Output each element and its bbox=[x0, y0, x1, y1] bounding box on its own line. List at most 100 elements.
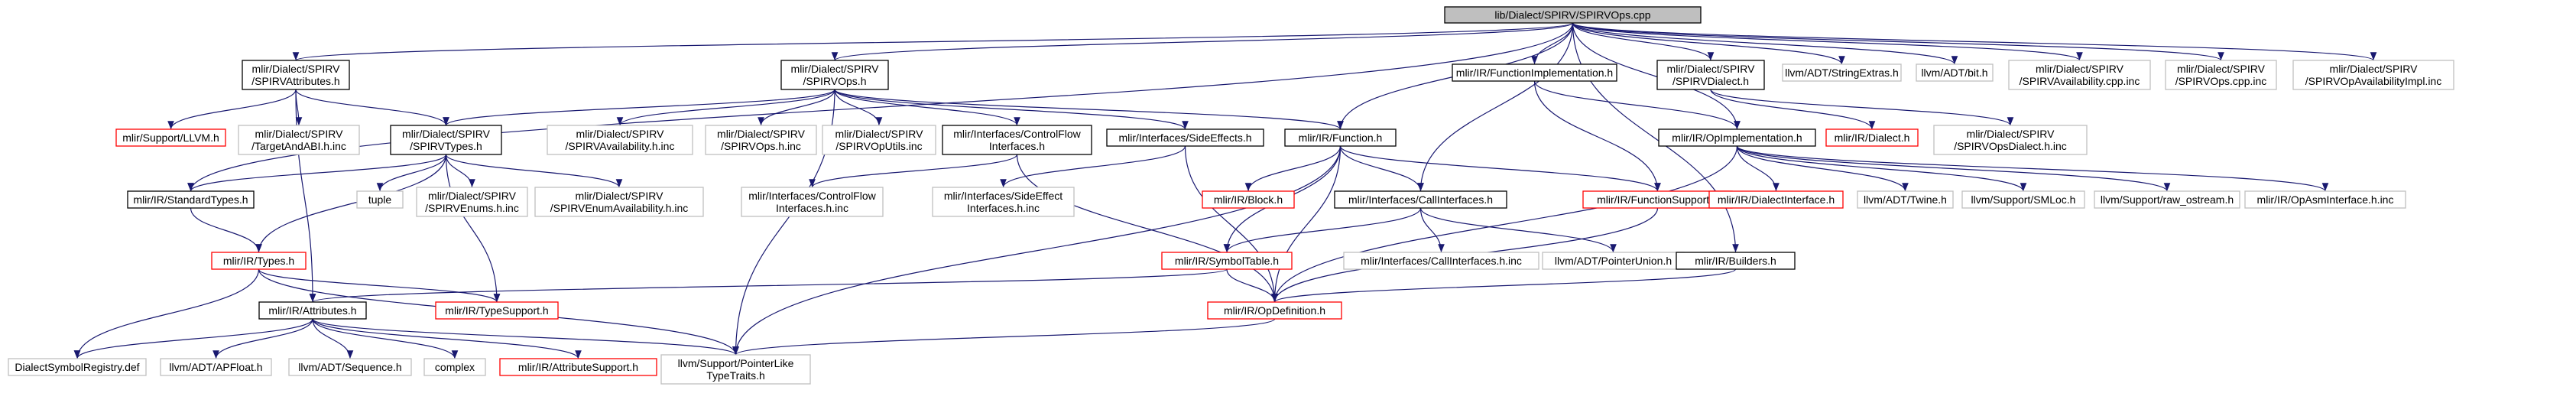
node-op-definition[interactable]: mlir/IR/OpDefinition.h bbox=[1207, 301, 1342, 320]
node-box bbox=[416, 187, 528, 217]
node-spirv-attributes[interactable]: mlir/Dialect/SPIRV/SPIRVAttributes.h bbox=[242, 60, 350, 90]
node-spirv-op-utils[interactable]: mlir/Dialect/SPIRV/SPIRVOpUtils.inc bbox=[822, 125, 936, 155]
node-box bbox=[2008, 60, 2151, 90]
edge-attributes-h-to-sequence bbox=[312, 318, 354, 359]
node-block-h[interactable]: mlir/IR/Block.h bbox=[1202, 190, 1295, 209]
node-sequence[interactable]: llvm/ADT/Sequence.h bbox=[288, 358, 412, 376]
node-standard-types[interactable]: mlir/IR/StandardTypes.h bbox=[127, 190, 255, 209]
edge-types-h-to-type-support bbox=[258, 268, 501, 303]
node-root[interactable]: lib/Dialect/SPIRV/SPIRVOps.cpp bbox=[1444, 6, 1702, 24]
node-box bbox=[534, 187, 704, 217]
node-spirv-op-avail-impl[interactable]: mlir/Dialect/SPIRV/SPIRVOpAvailabilityIm… bbox=[2292, 60, 2454, 90]
node-label: mlir/Dialect/SPIRV bbox=[2177, 63, 2266, 75]
node-op-asm-interface[interactable]: mlir/IR/OpAsmInterface.h.inc bbox=[2244, 190, 2406, 209]
node-label: mlir/IR/Types.h bbox=[223, 255, 294, 267]
node-label: mlir/IR/StandardTypes.h bbox=[133, 193, 248, 206]
edge-types-h-to-dialect-symbol-registry bbox=[73, 268, 260, 359]
node-box bbox=[211, 252, 307, 270]
node-box bbox=[1782, 63, 1902, 82]
node-spirv-ops-cpp-inc[interactable]: mlir/Dialect/SPIRV/SPIRVOps.cpp.inc bbox=[2165, 60, 2277, 90]
node-label: /SPIRVOps.cpp.inc bbox=[2175, 75, 2267, 87]
node-box bbox=[1708, 190, 1844, 209]
edge-root-to-bit bbox=[1572, 22, 1958, 65]
node-spirv-ops-h-inc[interactable]: mlir/Dialect/SPIRV/SPIRVOps.h.inc bbox=[705, 125, 817, 155]
edge-op-implementation-to-op-asm-interface bbox=[1736, 145, 2329, 192]
node-call-interfaces-inc[interactable]: mlir/Interfaces/CallInterfaces.h.inc bbox=[1343, 252, 1539, 270]
node-builders[interactable]: mlir/IR/Builders.h bbox=[1676, 252, 1796, 270]
edge-function-h-to-call-interfaces bbox=[1339, 145, 1424, 192]
node-box bbox=[660, 354, 811, 385]
node-label: mlir/IR/SymbolTable.h bbox=[1175, 255, 1279, 267]
edge-attributes-h-to-complex bbox=[312, 318, 459, 359]
edge-root-to-string-extras bbox=[1572, 22, 1845, 65]
edge-attributes-h-to-apfloat bbox=[213, 318, 313, 359]
node-ir-dialect[interactable]: mlir/IR/Dialect.h bbox=[1825, 128, 1919, 147]
edge-attributes-h-to-attribute-support bbox=[312, 318, 582, 359]
node-attribute-support[interactable]: mlir/IR/AttributeSupport.h bbox=[499, 358, 657, 376]
node-control-flow-interfaces-inc[interactable]: mlir/Interfaces/ControlFlowInterfaces.h.… bbox=[741, 187, 884, 217]
edge-builders-to-op-definition bbox=[1271, 268, 1737, 303]
node-label: llvm/ADT/Twine.h bbox=[1864, 193, 1947, 206]
node-spirv-availability-inc[interactable]: mlir/Dialect/SPIRV/SPIRVAvailability.h.i… bbox=[547, 125, 693, 155]
node-spirv-enum-avail-inc[interactable]: mlir/Dialect/SPIRV/SPIRVEnumAvailability… bbox=[534, 187, 704, 217]
node-symbol-table[interactable]: mlir/IR/SymbolTable.h bbox=[1161, 252, 1293, 270]
node-spirv-ops-dialect-inc[interactable]: mlir/Dialect/SPIRV/SPIRVOpsDialect.h.inc bbox=[1933, 125, 2088, 155]
node-function-implementation[interactable]: mlir/IR/FunctionImplementation.h bbox=[1452, 63, 1617, 82]
node-raw-ostream[interactable]: llvm/Support/raw_ostream.h bbox=[2094, 190, 2240, 209]
node-box bbox=[115, 128, 226, 147]
node-support-llvm[interactable]: mlir/Support/LLVM.h bbox=[115, 128, 226, 147]
node-spirv-types[interactable]: mlir/Dialect/SPIRV/SPIRVTypes.h bbox=[390, 125, 502, 155]
node-smloc[interactable]: llvm/Support/SMLoc.h bbox=[1961, 190, 2085, 209]
node-box bbox=[356, 190, 404, 209]
node-label: mlir/Dialect/SPIRV bbox=[835, 128, 924, 140]
edge-root-to-spirv-availability-cpp bbox=[1572, 22, 2083, 61]
node-label: /SPIRVOpAvailabilityImpl.inc bbox=[2305, 75, 2441, 87]
node-type-support[interactable]: mlir/IR/TypeSupport.h bbox=[435, 301, 559, 320]
node-tuple[interactable]: tuple bbox=[356, 190, 404, 209]
edge-spirv-attributes-to-support-llvm bbox=[167, 89, 297, 130]
node-box bbox=[1444, 6, 1702, 24]
node-op-implementation[interactable]: mlir/IR/OpImplementation.h bbox=[1658, 128, 1816, 147]
node-apfloat[interactable]: llvm/ADT/APFloat.h bbox=[160, 358, 272, 376]
node-spirv-dialect[interactable]: mlir/Dialect/SPIRV/SPIRVDialect.h bbox=[1656, 60, 1765, 90]
node-label: mlir/IR/AttributeSupport.h bbox=[518, 361, 638, 373]
edge-spirv-types-to-type-support bbox=[445, 154, 501, 303]
node-call-interfaces[interactable]: mlir/Interfaces/CallInterfaces.h bbox=[1334, 190, 1507, 209]
node-dialect-interface[interactable]: mlir/IR/DialectInterface.h bbox=[1708, 190, 1844, 209]
edge-op-implementation-to-dialect-interface bbox=[1736, 145, 1780, 192]
node-label: mlir/Interfaces/SideEffect bbox=[944, 190, 1063, 202]
node-box bbox=[1202, 190, 1295, 209]
node-types-h[interactable]: mlir/IR/Types.h bbox=[211, 252, 307, 270]
node-string-extras[interactable]: llvm/ADT/StringExtras.h bbox=[1782, 63, 1902, 82]
node-pointer-union[interactable]: llvm/ADT/PointerUnion.h bbox=[1542, 252, 1685, 270]
edge-call-interfaces-to-pointer-union bbox=[1419, 207, 1617, 253]
node-attributes-h[interactable]: mlir/IR/Attributes.h bbox=[258, 301, 367, 320]
node-side-effects[interactable]: mlir/Interfaces/SideEffects.h bbox=[1106, 128, 1264, 147]
node-box bbox=[2094, 190, 2240, 209]
node-complex[interactable]: complex bbox=[423, 358, 486, 376]
edge-root-to-spirv-ops-cpp-inc bbox=[1572, 22, 2224, 61]
node-bit[interactable]: llvm/ADT/bit.h bbox=[1916, 63, 1994, 82]
node-dialect-symbol-registry[interactable]: DialectSymbolRegistry.def bbox=[8, 358, 147, 376]
node-box bbox=[499, 358, 657, 376]
node-function-support[interactable]: mlir/IR/FunctionSupport.h bbox=[1582, 190, 1733, 209]
edge-root-to-spirv-dialect bbox=[1572, 22, 1715, 61]
node-target-and-abi[interactable]: mlir/Dialect/SPIRV/TargetAndABI.h.inc bbox=[238, 125, 360, 155]
edge-call-interfaces-to-symbol-table bbox=[1223, 207, 1422, 253]
node-spirv-enums-inc[interactable]: mlir/Dialect/SPIRV/SPIRVEnums.h.inc bbox=[416, 187, 528, 217]
node-twine[interactable]: llvm/ADT/Twine.h bbox=[1857, 190, 1954, 209]
node-box bbox=[1343, 252, 1539, 270]
node-box bbox=[1916, 63, 1994, 82]
edge-spirv-ops-to-function-h bbox=[834, 89, 1344, 130]
node-function-h[interactable]: mlir/IR/Function.h bbox=[1284, 128, 1397, 147]
node-spirv-ops[interactable]: mlir/Dialect/SPIRV/SPIRVOps.h bbox=[780, 60, 889, 90]
edge-spirv-ops-to-control-flow-interfaces bbox=[834, 89, 1020, 126]
edge-op-implementation-to-smloc bbox=[1736, 145, 2027, 192]
node-side-effect-interfaces-inc[interactable]: mlir/Interfaces/SideEffectInterfaces.h.i… bbox=[932, 187, 1075, 217]
node-box bbox=[822, 125, 936, 155]
node-spirv-availability-cpp[interactable]: mlir/Dialect/SPIRV/SPIRVAvailability.cpp… bbox=[2008, 60, 2151, 90]
node-box bbox=[547, 125, 693, 155]
edge-spirv-types-to-types-h bbox=[255, 154, 447, 253]
